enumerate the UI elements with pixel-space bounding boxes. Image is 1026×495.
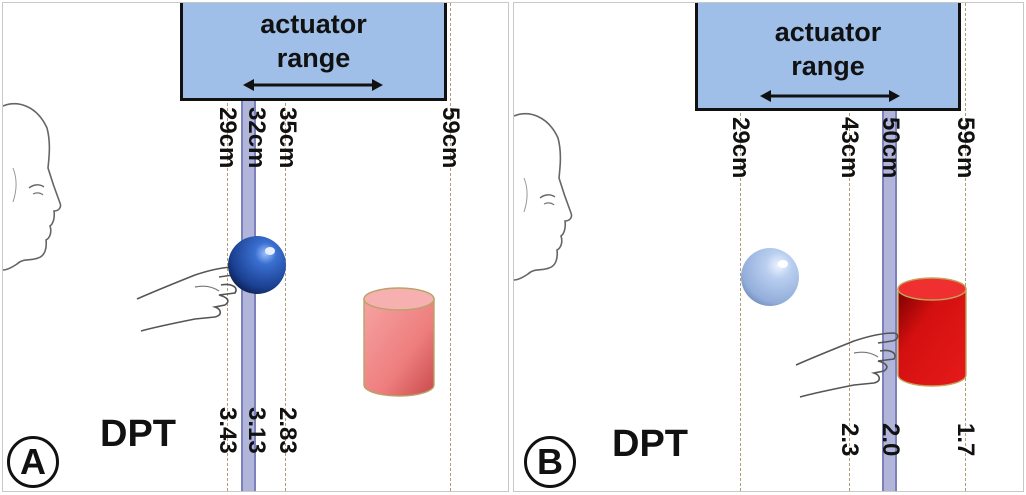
guide-line-43cm [849, 3, 850, 491]
panel-a: actuator range 29cm 32cm 35cm 59cm [2, 2, 509, 492]
actuator-label-line1: actuator [260, 9, 367, 39]
light-blue-sphere [741, 248, 799, 306]
distance-label-32cm: 32cm [243, 107, 270, 169]
actuator-label-line1: actuator [774, 17, 882, 47]
dark-blue-sphere [228, 236, 286, 294]
actuator-label-line2: range [791, 51, 865, 81]
red-cylinder [897, 277, 967, 387]
distance-label-29cm: 29cm [727, 117, 754, 179]
panel-letter-a: A [7, 436, 59, 488]
face-icon [3, 103, 62, 271]
guide-line-59cm [965, 3, 966, 491]
dpt-value-2-3: 2.3 [836, 423, 863, 457]
distance-label-35cm: 35cm [274, 107, 301, 169]
actuator-label-line2: range [276, 43, 351, 73]
distance-label-29cm: 29cm [214, 107, 241, 169]
guide-line-29cm [740, 3, 741, 491]
dpt-value-3-13: 3.13 [243, 407, 270, 454]
dpt-value-2-83: 2.83 [274, 407, 301, 454]
panel-letter-b: B [524, 436, 576, 488]
distance-label-50cm: 50cm [877, 117, 904, 179]
face-icon [514, 113, 573, 281]
guide-line-29cm [227, 3, 228, 491]
hand-icon [795, 332, 899, 398]
distance-label-59cm: 59cm [437, 107, 464, 169]
guide-line-35cm [285, 3, 286, 491]
panel-b: actuator range 29cm 43cm 50cm 59cm [513, 2, 1024, 492]
dpt-title: DPT [100, 413, 176, 455]
range-arrow-icon [760, 90, 900, 102]
range-arrow-icon [243, 79, 383, 91]
dpt-value-2-0: 2.0 [877, 423, 904, 457]
light-red-cylinder [363, 287, 435, 397]
guide-line-59cm [450, 3, 451, 491]
distance-label-43cm: 43cm [836, 117, 863, 179]
actuator-range-box: actuator range [695, 3, 961, 111]
focal-plane [241, 99, 256, 491]
dpt-value-3-43: 3.43 [214, 407, 241, 454]
actuator-range-box: actuator range [180, 3, 447, 101]
dpt-value-1-7: 1.7 [952, 423, 979, 457]
dpt-title: DPT [612, 423, 688, 465]
focal-plane [882, 111, 897, 491]
distance-label-59cm: 59cm [952, 117, 979, 179]
